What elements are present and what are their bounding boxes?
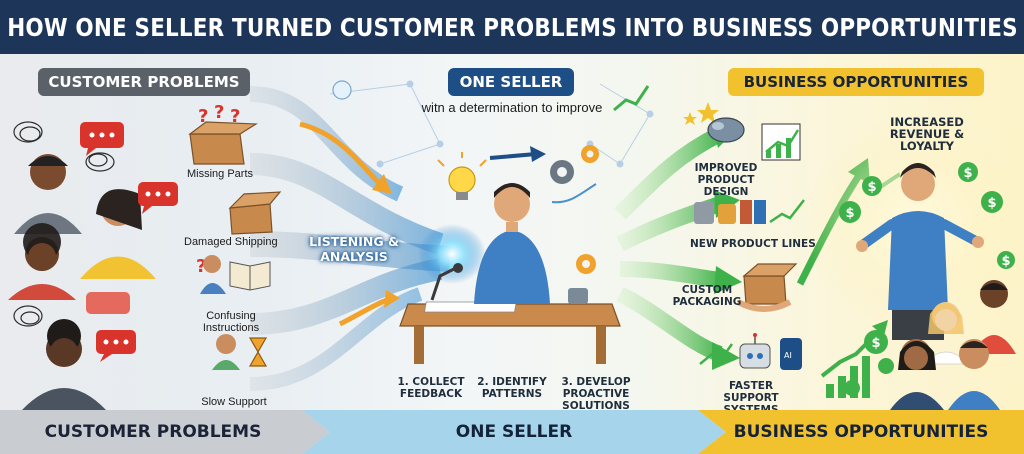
footer-bar: CUSTOMER PROBLEMS ONE SELLER BUSINESS OP… [0,410,1024,454]
happy-customers [890,280,1016,410]
robot-icon: AI [699,333,802,370]
svg-text:?: ? [198,106,208,127]
opportunity-product-design: IMPROVED PRODUCT DESIGN [694,162,758,198]
seller-person [474,183,550,304]
step-develop-solutions: 3. DEVELOP PROACTIVE SOLUTIONS [561,376,631,410]
header-bar: HOW ONE SELLER TURNED CUSTOMER PROBLEMS … [0,0,1024,54]
frustration-scribble [13,121,115,327]
step-collect-feedback: 1. COLLECT FEEDBACK [397,376,465,400]
svg-text:$: $ [867,180,876,195]
bar-chart-icon [613,85,650,112]
seller-desk [399,263,621,364]
infographic-illustration: ??? ? [8,80,1024,410]
gear-icon [550,145,599,274]
product-design-icon [707,117,745,143]
book-icon [229,261,271,291]
step-identify-patterns: 2. IDENTIFY PATTERNS [477,376,547,400]
speech-bubble-icon [80,122,178,362]
star-icon [683,102,719,125]
hourglass-icon [248,337,268,367]
customer-person-3 [8,223,76,300]
section-label-seller: ONE SELLER [448,68,574,96]
dollar-coin-icon: $ $ $ $ $ $ [839,162,1015,396]
footer-label-problems: CUSTOMER PROBLEMS [44,422,262,442]
problem-missing-parts: Missing Parts [186,168,254,180]
insight-glow [418,224,486,284]
confused-person [200,255,226,294]
customer-person-4 [22,319,106,410]
question-mark-icon: ??? ? [196,102,240,277]
footer-label-opportunities: BUSINESS OPPORTUNITIES [733,422,989,442]
support-person [212,334,240,370]
problem-confusing-instructions: Confusing Instructions [202,310,260,334]
product-lines-icon [694,199,805,224]
svg-text:?: ? [214,102,224,123]
svg-text:$: $ [963,166,972,181]
svg-text:$: $ [987,196,996,211]
box-icon [736,263,798,312]
problem-damaged-shipping: Damaged Shipping [184,236,278,248]
svg-text:$: $ [871,336,880,351]
bar-chart-icon [761,123,801,161]
result-revenue-loyalty: INCREASED REVENUE & LOYALTY [889,115,965,153]
svg-text:?: ? [196,256,206,277]
customer-person-2 [80,189,156,279]
footer-segment-problems: CUSTOMER PROBLEMS [0,410,330,454]
section-label-opportunities: BUSINESS OPPORTUNITIES [728,68,984,96]
svg-text:$: $ [1001,254,1010,269]
seller-note: witn a determination to improve [421,100,603,115]
footer-segment-seller: ONE SELLER [302,410,726,454]
page-title: HOW ONE SELLER TURNED CUSTOMER PROBLEMS … [6,12,1018,42]
opportunity-faster-support: FASTER SUPPORT SYSTEMS [723,380,779,410]
svg-text:AI: AI [784,351,792,360]
box-icon [188,121,282,235]
svg-text:?: ? [230,106,240,127]
problem-slow-support: Slow Support [201,396,267,408]
opportunity-custom-packaging: CUSTOM PACKAGING [672,284,742,308]
listening-analysis-label: LISTENING & ANALYSIS [309,234,399,264]
customer-person-1 [14,154,82,234]
happy-seller-person [856,163,984,340]
footer-segment-opportunities: BUSINESS OPPORTUNITIES [698,410,1024,454]
lightbulb-icon [332,80,487,200]
infographic-canvas: ??? ? [0,54,1024,410]
opportunity-product-lines: NEW PRODUCT LINES [690,238,816,250]
idea-arrow [489,152,537,160]
section-label-problems: CUSTOMER PROBLEMS [38,68,250,96]
svg-text:$: $ [845,206,854,221]
footer-label-seller: ONE SELLER [455,422,573,442]
